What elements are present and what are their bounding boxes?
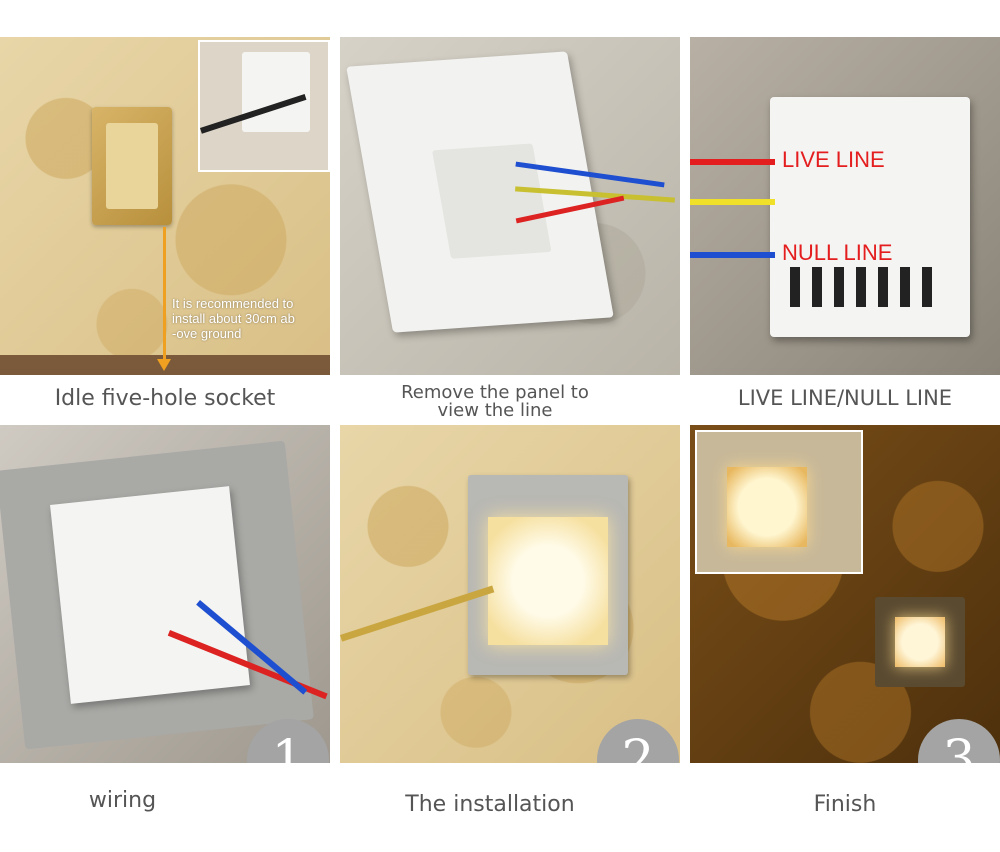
photo-wiring: 1 [0, 425, 330, 763]
live-line-label: LIVE LINE [782, 147, 885, 172]
lit-light-small [727, 467, 807, 547]
lit-panel [488, 517, 608, 645]
live-line-indicator [690, 159, 775, 165]
null-line-label: NULL LINE [782, 240, 893, 265]
photo-installation: 2 [340, 425, 680, 763]
module-vents [790, 267, 940, 307]
step-badge-2: 2 [597, 719, 679, 763]
caption-idle-socket: Idle five-hole socket [54, 386, 276, 411]
socket-holes [106, 123, 158, 209]
module-box [770, 97, 970, 337]
socket-plate [92, 107, 172, 225]
caption-finish: Finish [813, 792, 877, 817]
null-line-indicator [690, 252, 775, 258]
caption-wiring: wiring [88, 788, 157, 813]
height-arrow [163, 227, 166, 367]
height-note: It is recommended to install about 30cm … [172, 296, 295, 341]
caption-remove-panel: Remove the panel to view the line [401, 382, 589, 421]
inset-photo [695, 430, 863, 574]
socket-plate-small [242, 52, 310, 132]
photo-finish: 3 [690, 425, 1000, 763]
terminal-block [432, 143, 552, 259]
height-arrow-head [157, 359, 171, 371]
photo-live-null-line: LIVE LINE NULL LINE [690, 37, 1000, 375]
step-badge-3: 3 [918, 719, 1000, 763]
lit-light [875, 597, 965, 687]
caption-installation: The installation [405, 792, 575, 817]
caption-live-null-line: LIVE LINE/NULL LINE [737, 386, 953, 410]
ground-line-indicator [690, 199, 775, 205]
module-box [50, 486, 250, 704]
photo-remove-panel [340, 37, 680, 375]
step-badge-1: 1 [247, 719, 329, 763]
inset-photo [198, 40, 330, 172]
lit-light-glow [895, 617, 945, 667]
photo-idle-socket: It is recommended to install about 30cm … [0, 37, 330, 375]
